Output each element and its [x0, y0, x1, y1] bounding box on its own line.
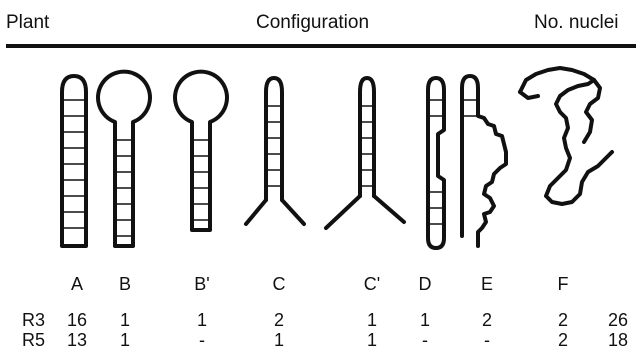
config-label-c-prime: C'	[364, 274, 380, 295]
row-label-r3: R3	[22, 310, 45, 331]
config-d-shape	[428, 78, 444, 248]
config-label-f: F	[558, 274, 569, 295]
config-c-shape	[246, 78, 304, 224]
cell-r5-total: 18	[608, 330, 628, 351]
cell-r3-a: 16	[67, 310, 87, 331]
cell-r5-f: 2	[558, 330, 568, 351]
cell-r5-a: 13	[67, 330, 87, 351]
cell-r3-b: 1	[120, 310, 130, 331]
config-a-shape	[62, 76, 86, 246]
cell-r3-f: 2	[558, 310, 568, 331]
config-label-c: C	[273, 274, 286, 295]
cell-r5-e: -	[484, 330, 490, 351]
cell-r5-c-prime: 1	[367, 330, 377, 351]
cell-r3-d: 1	[420, 310, 430, 331]
config-f-shape	[520, 68, 612, 204]
config-b-prime-shape	[175, 72, 227, 230]
config-label-a: A	[71, 274, 83, 295]
config-label-d: D	[419, 274, 432, 295]
cell-r5-d: -	[422, 330, 428, 351]
cell-r5-c: 1	[274, 330, 284, 351]
config-e-shape	[462, 76, 506, 246]
cell-r3-e: 2	[482, 310, 492, 331]
config-label-b-prime: B'	[194, 274, 209, 295]
cell-r3-b-prime: 1	[197, 310, 207, 331]
cell-r3-c: 2	[274, 310, 284, 331]
cell-r3-total: 26	[608, 310, 628, 331]
config-label-b: B	[119, 274, 131, 295]
cell-r5-b: 1	[120, 330, 130, 351]
config-label-e: E	[481, 274, 493, 295]
row-label-r5: R5	[22, 330, 45, 351]
config-b-shape	[98, 72, 150, 246]
cell-r3-c-prime: 1	[367, 310, 377, 331]
cell-r5-b-prime: -	[199, 330, 205, 351]
config-c-prime-shape	[326, 78, 404, 228]
